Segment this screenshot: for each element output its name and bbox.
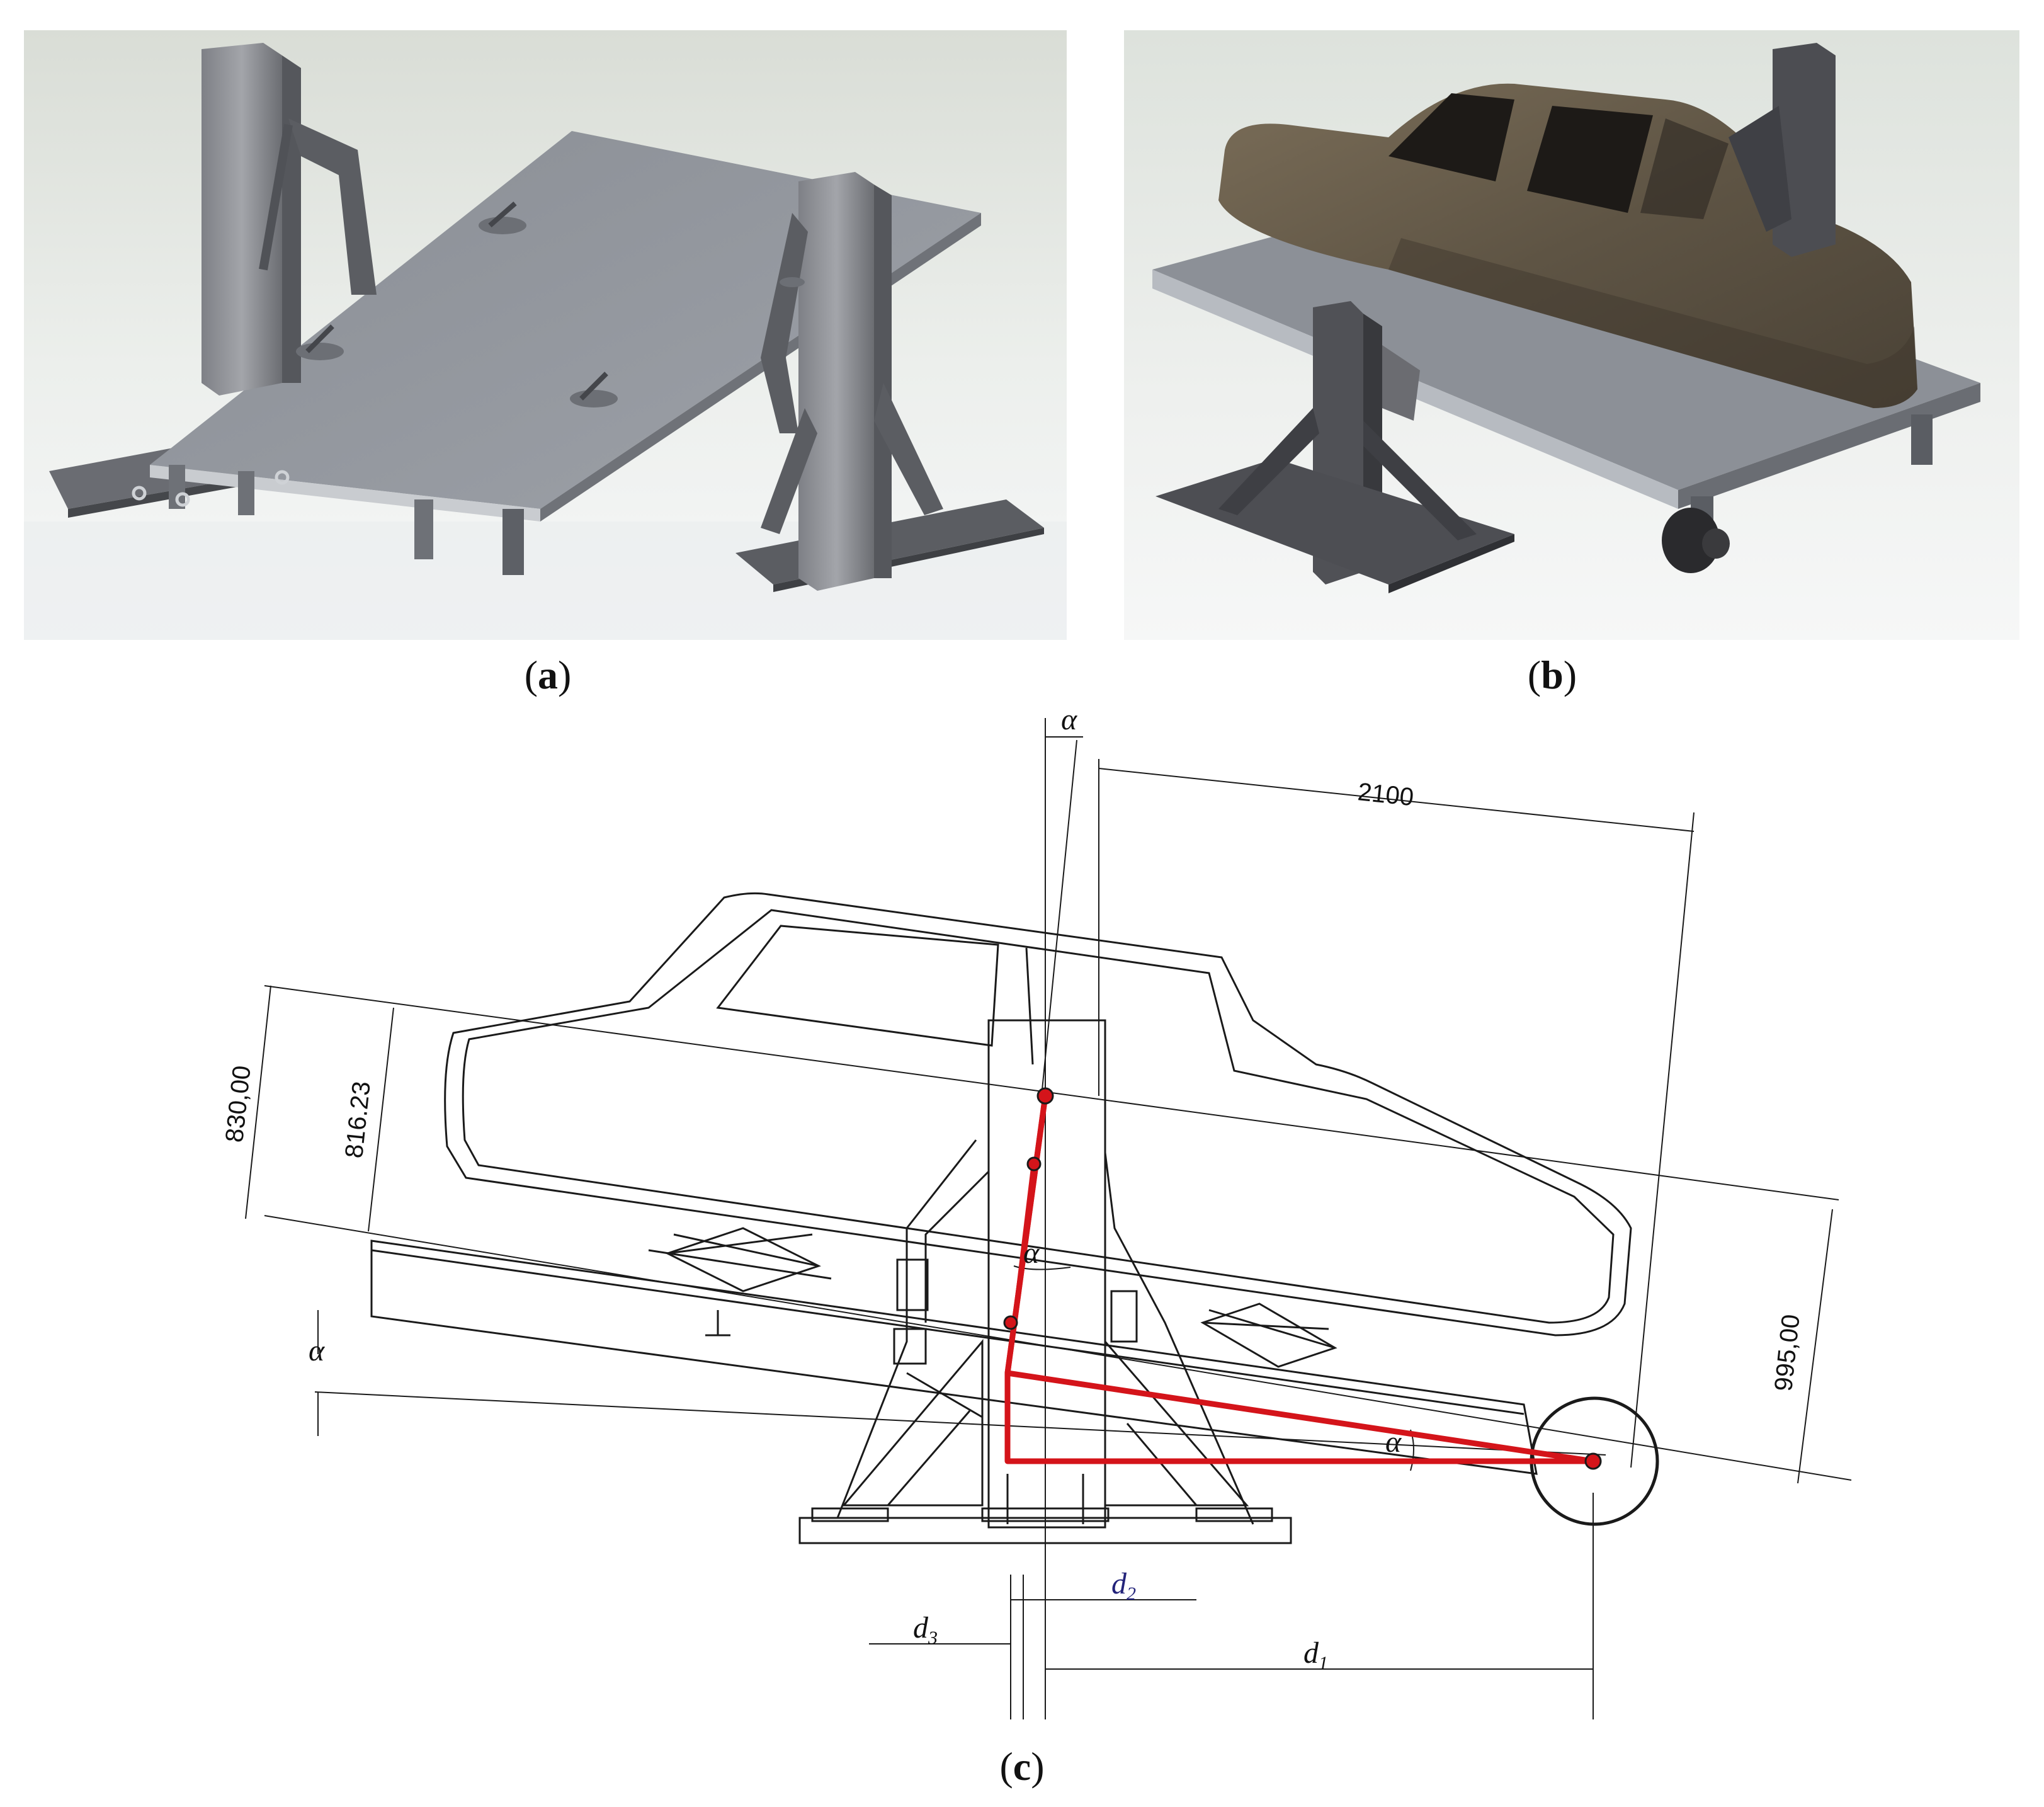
stand-schematic: 2100 830,00 816.23 995,00 α α α α d1 d2 … [220, 703, 1852, 1719]
dim-995-label: 995,00 [1769, 1313, 1805, 1393]
panel-b-stand-with-car-render [1124, 30, 2019, 640]
panel-c-technical-drawing: 2100 830,00 816.23 995,00 α α α α d1 d2 … [0, 693, 2044, 1807]
alpha-label-mid: α [1023, 1236, 1040, 1270]
d1-label: d1 [1303, 1636, 1328, 1673]
alpha-label-left: α [309, 1334, 325, 1367]
caption-b: (b) [1527, 653, 1577, 697]
stand-render-illustration [24, 30, 1067, 640]
caption-c: (c) [999, 1744, 1045, 1789]
panel-a-stand-render [24, 30, 1067, 640]
alpha-label-wheel: α [1385, 1425, 1402, 1459]
dim-2100-label: 2100 [1356, 778, 1415, 811]
d3-label: d3 [913, 1611, 938, 1648]
stand-with-car-illustration [1124, 30, 2019, 640]
dim-830-label: 830,00 [220, 1064, 256, 1144]
caption-a: (a) [524, 653, 572, 697]
d2-label: d2 [1111, 1567, 1136, 1604]
dim-816-label: 816.23 [340, 1080, 376, 1160]
alpha-label-top: α [1061, 703, 1077, 736]
